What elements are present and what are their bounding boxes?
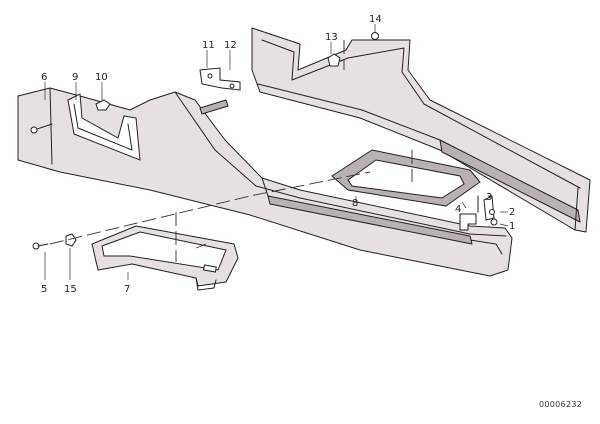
nut-13 — [327, 53, 341, 67]
hardware-left — [32, 233, 77, 250]
callout-11: 11 — [202, 40, 215, 51]
hardware-cluster-right — [459, 195, 498, 231]
callout-15: 15 — [64, 284, 77, 295]
screw-14 — [371, 32, 379, 40]
callout-9: 9 — [72, 72, 78, 83]
callout-2: 2 — [509, 207, 515, 218]
leader-lines — [44, 24, 509, 280]
alignment-lines — [49, 40, 413, 262]
bracket-11 — [199, 67, 241, 91]
callout-13: 13 — [325, 32, 338, 43]
clip-10 — [95, 99, 111, 111]
side-trim-panel — [251, 27, 591, 233]
callout-labels: 6 9 10 11 12 13 14 8 4 3 2 1 5 15 7 — [41, 14, 515, 295]
lower-tray — [91, 225, 239, 291]
callout-14: 14 — [369, 14, 382, 25]
callout-4: 4 — [455, 204, 461, 215]
callout-12: 12 — [224, 40, 237, 51]
callout-6: 6 — [41, 72, 47, 83]
part-number: 00006232 — [539, 400, 582, 409]
callout-3: 3 — [486, 192, 492, 203]
callout-7: 7 — [124, 284, 130, 295]
callout-1: 1 — [509, 221, 515, 232]
opening-trim-frame — [331, 149, 481, 207]
callout-8: 8 — [352, 198, 358, 209]
callout-5: 5 — [41, 284, 47, 295]
callout-10: 10 — [95, 72, 108, 83]
